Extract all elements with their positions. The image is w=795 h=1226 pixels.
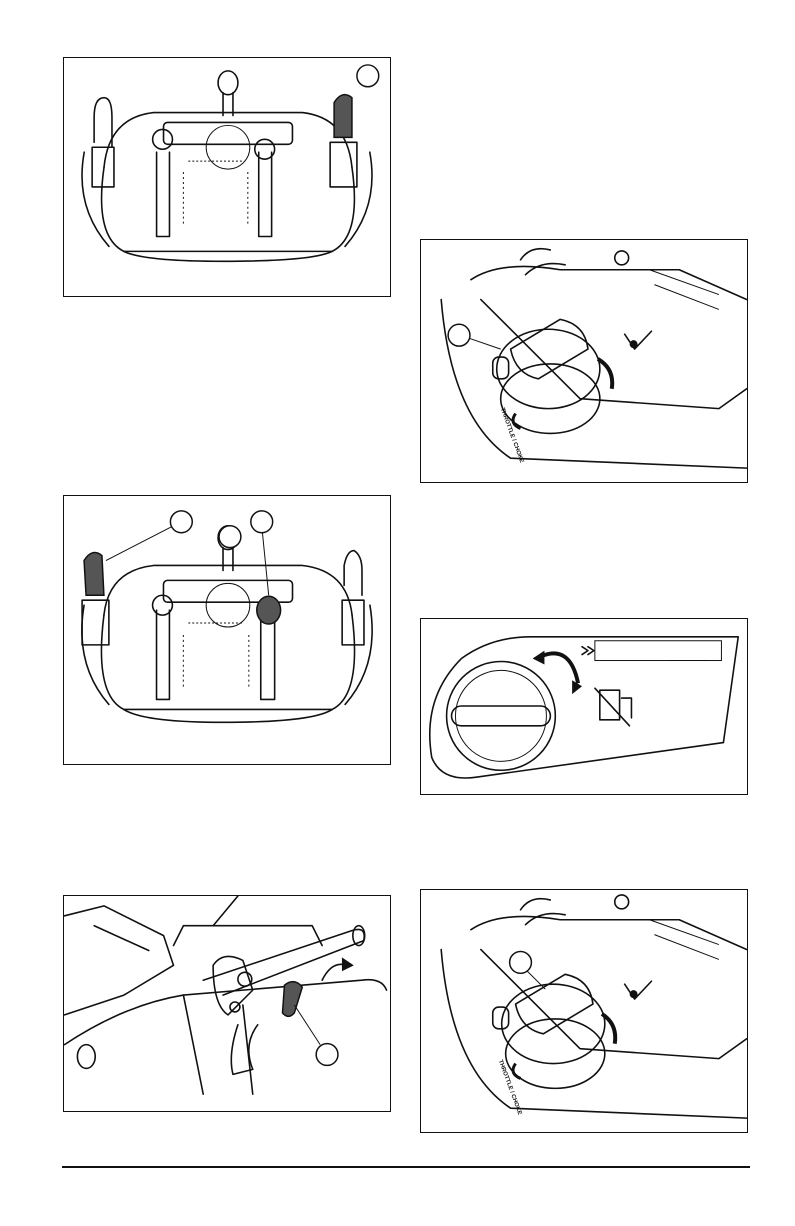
drive-handle-illustration [64, 896, 390, 1111]
fuel-valve-illustration [421, 619, 747, 794]
figure-throttle-knob: THROTTLE / CHOKE [420, 239, 748, 483]
right-drive-handle [334, 95, 352, 138]
console-illustration [64, 58, 390, 296]
throttle-dial-text: THROTTLE / CHOKE [499, 407, 525, 464]
figure-throttle-knob-alt: THROTTLE / CHOKE [420, 889, 748, 1133]
callout-2 [219, 526, 241, 548]
callout-1 [357, 65, 379, 87]
throttle-knob-illustration: THROTTLE / CHOKE [421, 240, 747, 482]
callout-1 [510, 951, 532, 973]
rotate-arrow-icon [540, 653, 578, 683]
rotate-arrow-icon [342, 957, 354, 971]
left-speed-knob [153, 129, 173, 149]
throttle-knob-alt-illustration: THROTTLE / CHOKE [421, 890, 747, 1132]
callout-1 [170, 511, 192, 533]
center-shift-knob [218, 71, 238, 95]
figure-console-1 [63, 57, 391, 297]
figure-drive-handle [63, 895, 391, 1112]
callout-1 [448, 324, 470, 346]
callout-1 [316, 1044, 338, 1066]
choke-icon [625, 331, 652, 349]
fuel-valve-knob [452, 706, 551, 726]
left-speed-knob [153, 595, 173, 615]
figure-console-2 [63, 495, 391, 765]
page-footer-rule [62, 1166, 750, 1168]
fast-arrows-icon [582, 647, 594, 655]
left-drive-handle-highlighted [84, 553, 104, 596]
callout-3 [251, 511, 273, 533]
choke-icon [625, 981, 652, 999]
right-speed-knob-highlighted [257, 596, 281, 624]
console-illustration-highlighted [64, 496, 390, 764]
release-lever-highlighted [282, 982, 302, 1017]
figure-fuel-valve [420, 618, 748, 795]
right-speed-knob [255, 139, 275, 159]
